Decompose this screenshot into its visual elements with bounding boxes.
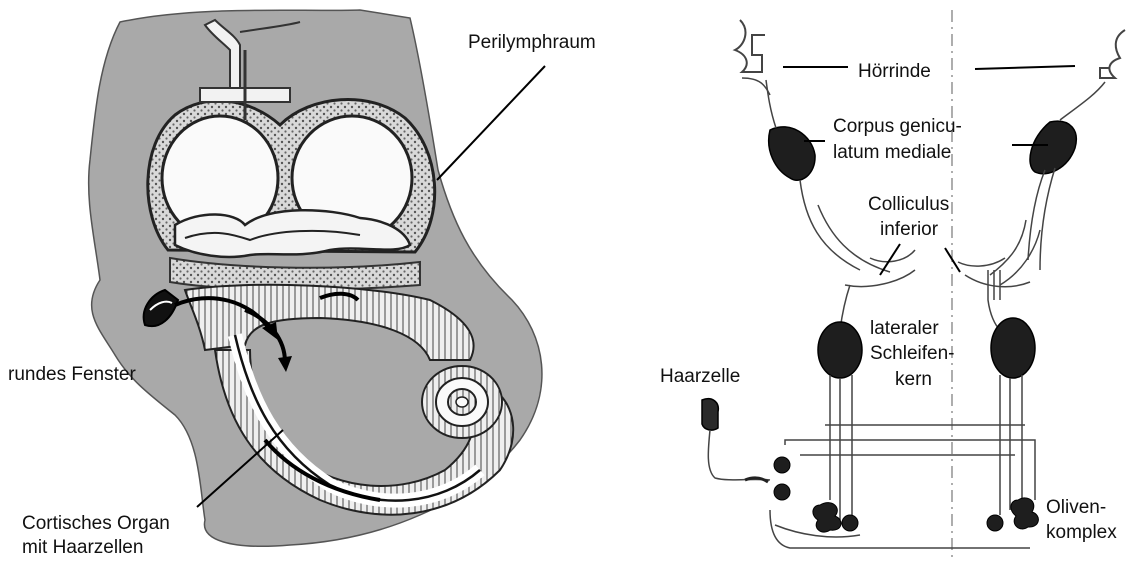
cochlear-nucleus-lower — [774, 484, 790, 500]
cortex-left — [735, 20, 765, 72]
label-oliven-line1: Oliven- — [1046, 497, 1106, 518]
label-lateraler-line1: lateraler — [870, 318, 939, 339]
hoerrinde-leader-right — [975, 66, 1075, 69]
corpus-geniculatum-right — [1030, 121, 1076, 174]
lateraler-schleifenkern-left — [818, 322, 862, 378]
olivenkomplex-left — [813, 503, 841, 532]
label-corpus-line2: latum mediale — [833, 142, 951, 163]
cochlea-apex-spiral — [422, 366, 502, 438]
lateraler-schleifenkern-right — [991, 318, 1035, 378]
label-rundes-fenster: rundes Fenster — [8, 364, 136, 385]
label-hoerrinde: Hörrinde — [858, 61, 931, 82]
label-lateraler-line2: Schleifen- — [870, 343, 955, 364]
label-oliven-line2: komplex — [1046, 522, 1117, 543]
cochlea-illustration — [89, 10, 542, 546]
olivenkomplex-right — [1011, 498, 1038, 529]
cochlear-nucleus-upper — [774, 457, 790, 473]
colliculus-leader-left — [880, 244, 900, 275]
label-cortisches-organ-line2: mit Haarzellen — [22, 537, 143, 558]
label-colliculus-line1: Colliculus — [868, 194, 949, 215]
label-perilymphraum: Perilymphraum — [468, 32, 596, 53]
label-colliculus-line2: inferior — [880, 219, 939, 240]
label-haarzelle: Haarzelle — [660, 366, 740, 387]
haarzelle-cell — [702, 399, 718, 430]
label-cortisches-organ-line1: Cortisches Organ — [22, 513, 170, 534]
label-corpus-line1: Corpus genicu- — [833, 116, 962, 137]
auditory-pathway-diagram — [702, 10, 1125, 560]
cortex-right — [1100, 30, 1125, 78]
colliculus-inferior-right — [958, 258, 1005, 266]
corpus-geniculatum-left — [769, 127, 815, 180]
perilymphraum-leader — [437, 66, 545, 180]
label-lateraler-line3: kern — [895, 369, 932, 390]
